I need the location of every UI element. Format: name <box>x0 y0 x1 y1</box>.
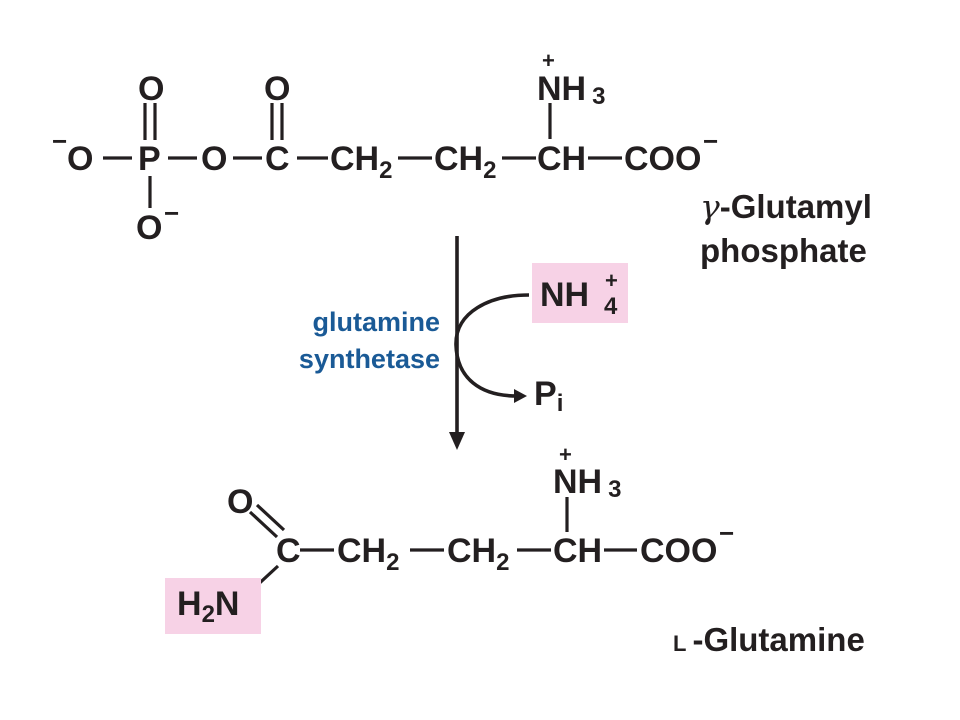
atom-ch2: CH2 <box>447 532 509 576</box>
ammonium-text: NH <box>540 276 589 314</box>
reactant-name-line1: γ-Glutamyl <box>700 187 872 226</box>
atom-o: O <box>67 140 93 178</box>
atom-ch2: CH2 <box>434 140 496 184</box>
minus-sign: − <box>703 126 718 156</box>
atom-coo: COO <box>624 140 701 178</box>
atom-h2n: H2N <box>177 585 239 628</box>
minus-sign: − <box>164 198 179 228</box>
ammonium-highlight <box>532 263 628 323</box>
minus-sign: − <box>52 126 67 156</box>
enzyme-name-line1: glutamine <box>312 307 440 337</box>
ammonium-charge: + <box>605 268 618 293</box>
bond-c-o-double-a <box>248 510 279 539</box>
enzyme-name-line2: synthetase <box>299 344 440 374</box>
product-name-label: L-Glutamine <box>673 621 865 658</box>
reactant-name-line2: phosphate <box>700 232 867 269</box>
atom-c: C <box>265 140 290 178</box>
atom-o: O <box>138 70 164 108</box>
plus-sign: + <box>542 48 555 73</box>
phosphate-text: Pi <box>534 375 563 417</box>
atom-o: O <box>201 140 227 178</box>
atom-o: O <box>227 483 253 521</box>
atom-ch: CH <box>553 532 602 570</box>
atom-o: O <box>136 209 162 247</box>
main-arrow-head <box>449 432 465 450</box>
atom-o: O <box>264 70 290 108</box>
atom-ch: CH <box>537 140 586 178</box>
side-arrow-head <box>514 389 527 403</box>
ammonium-subscript: 4 <box>604 293 618 320</box>
atom-c: C <box>276 532 301 570</box>
atom-ch2: CH2 <box>337 532 399 576</box>
minus-sign: − <box>719 518 734 548</box>
plus-sign: + <box>559 442 572 467</box>
side-arrow-curve <box>454 293 530 398</box>
atom-coo: COO <box>640 532 717 570</box>
product-name: L-Glutamine <box>673 621 865 658</box>
bond-c-o-double-b <box>255 503 286 532</box>
enzyme-label: glutamine synthetase <box>299 307 440 374</box>
phosphate-output: Pi <box>534 375 563 417</box>
atom-ch2: CH2 <box>330 140 392 184</box>
ammonium-input: NH 4 + <box>532 263 628 323</box>
atom-p: P <box>138 140 161 178</box>
reactant-name: γ-Glutamyl phosphate <box>700 187 872 269</box>
amide-highlight <box>165 578 261 634</box>
reaction-arrow <box>449 236 530 450</box>
